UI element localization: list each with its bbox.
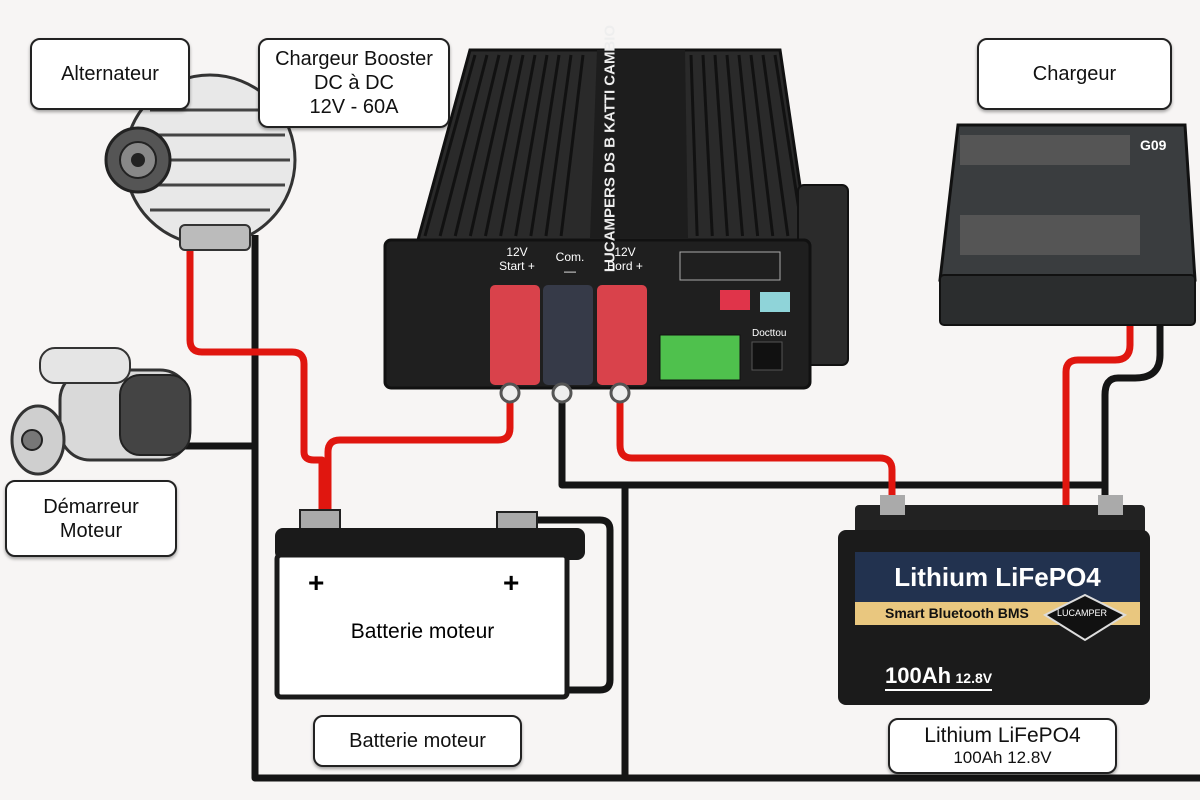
- terminal-com-label: Com. —: [555, 250, 585, 279]
- engine-battery-negative-wire: [520, 516, 614, 694]
- heatsink-fin: [559, 54, 585, 237]
- alternator-illustration: [104, 73, 297, 251]
- lithium-bms-strip: Smart Bluetooth BMS: [885, 605, 1029, 621]
- dc-dc-booster-illustration: [383, 48, 849, 404]
- charger-positive-wire: [1062, 322, 1134, 505]
- heatsink-fin: [468, 54, 513, 237]
- lithium-capacity-value: 100Ah: [885, 663, 952, 688]
- heatsink-fin: [713, 54, 729, 237]
- label-engine-battery: Batterie moteur: [313, 715, 522, 767]
- label-charger: Chargeur: [977, 38, 1172, 110]
- ground-wire-main: [251, 235, 1200, 782]
- label-alternator: Alternateur: [30, 38, 190, 110]
- heatsink-fin: [423, 54, 477, 237]
- heatsink-fin: [514, 54, 549, 237]
- lithium-capacity: 100Ah 12.8V: [885, 663, 993, 691]
- alternator-positive-wire: [186, 250, 326, 512]
- charger-negative-wire: [1101, 322, 1164, 488]
- heatsink-fin: [701, 54, 714, 237]
- label-starter: Démarreur Moteur: [5, 480, 177, 557]
- com-wire: [558, 395, 1109, 505]
- engine-battery-plus-left: +: [308, 567, 325, 598]
- heatsink-fin: [544, 54, 573, 237]
- heatsink-fin: [438, 54, 489, 237]
- label-booster-line2: DC à DC: [313, 72, 394, 94]
- heatsink-fin: [749, 54, 775, 237]
- lithium-battery-illustration: [838, 495, 1150, 705]
- label-lithium-line2: 100Ah 12.8V: [953, 748, 1052, 768]
- engine-battery-plus-right: +: [503, 567, 520, 598]
- charger-logo: G09: [1140, 137, 1167, 153]
- positive-wires: [186, 250, 1134, 512]
- lithium-title: Lithium LiFePO4: [894, 562, 1101, 592]
- bord-positive-wire: [616, 395, 896, 505]
- start-positive-wire: [324, 395, 514, 512]
- lithium-brand: LUCAMPER: [1057, 608, 1108, 618]
- terminal-bord-label: 12V Bord +: [607, 245, 643, 274]
- heatsink-fin: [725, 54, 745, 237]
- engine-battery-illustration: [274, 509, 585, 700]
- label-booster: Chargeur Booster DC à DC 12V - 60A: [258, 38, 450, 128]
- port-label: Docttou: [752, 328, 787, 339]
- starter-motor-illustration: [10, 347, 192, 476]
- label-lithium-line1: Lithium LiFePO4: [924, 724, 1081, 748]
- heatsink-fin: [529, 54, 561, 237]
- label-charger-text: Chargeur: [1032, 63, 1117, 85]
- lithium-voltage-value: 12.8V: [955, 670, 993, 686]
- heatsink-fin: [484, 54, 525, 237]
- negative-wires: [180, 235, 1200, 782]
- label-engine-battery-text: Batterie moteur: [349, 730, 486, 752]
- label-lithium: Lithium LiFePO4 100Ah 12.8V: [888, 718, 1117, 774]
- engine-battery-face-label: Batterie moteur: [350, 620, 495, 643]
- heatsink-fin: [453, 54, 501, 237]
- terminal-start-label: 12V Start +: [499, 245, 535, 274]
- label-booster-line1: Chargeur Booster: [275, 48, 433, 70]
- label-booster-line3: 12V - 60A: [309, 96, 399, 118]
- heatsink-fin: [737, 54, 760, 237]
- label-starter-line1: Démarreur: [43, 495, 139, 518]
- heatsink-fin: [761, 54, 790, 237]
- heatsink-fin: [689, 54, 699, 237]
- charger-illustration: [938, 123, 1197, 326]
- label-alternator-text: Alternateur: [61, 63, 159, 85]
- label-starter-line2: Moteur: [59, 519, 123, 542]
- heatsink-fin: [499, 54, 537, 237]
